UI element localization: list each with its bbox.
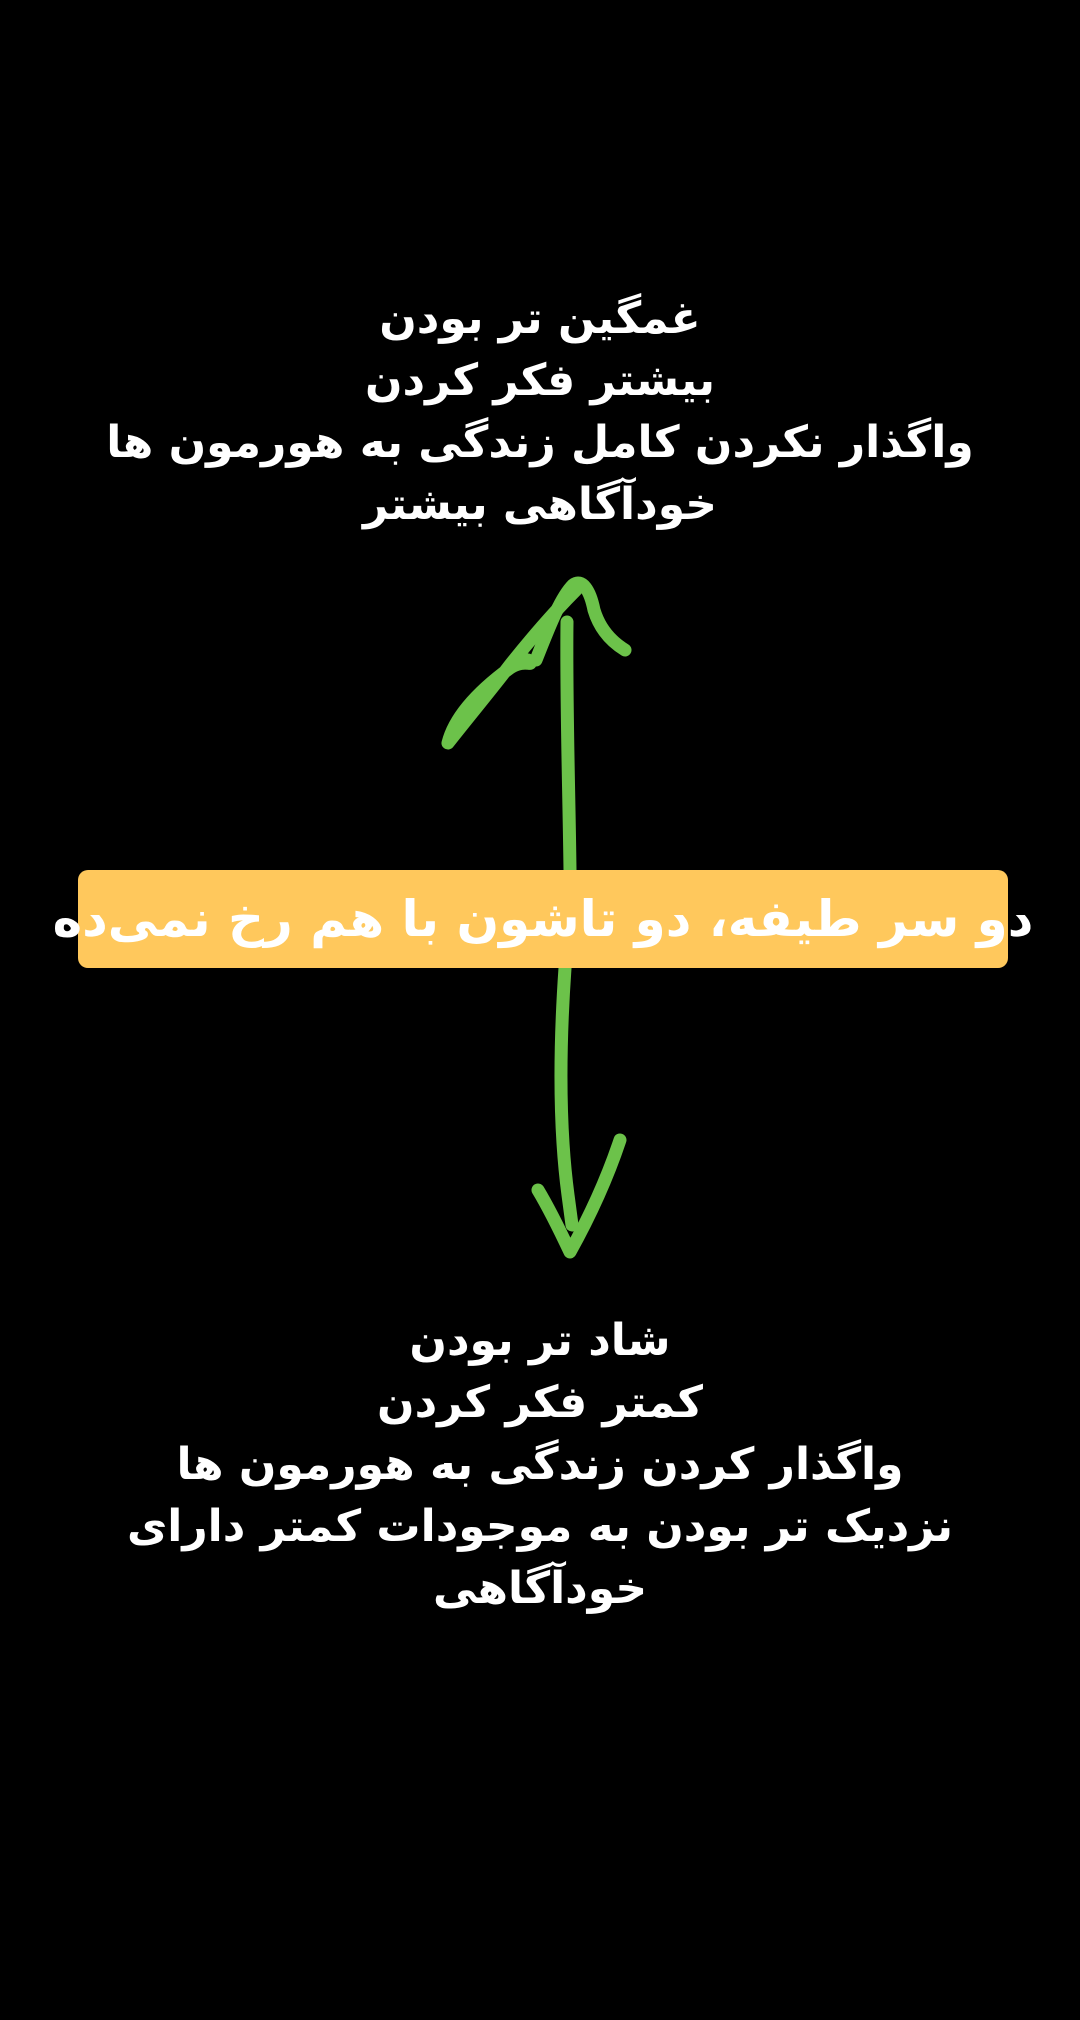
spectrum-banner: دو سر طیفه، دو تاشون با هم رخ نمی‌ده [53, 870, 1033, 968]
top-line-3: واگذار نکردن کامل زندگی به هورمون ها [106, 417, 974, 468]
banner-text: دو سر طیفه، دو تاشون با هم رخ نمی‌ده [52, 890, 1034, 948]
top-text-block: غمگین تر بودن بیشتر فکر کردن واگذار نکرد… [0, 288, 1080, 536]
bottom-line-4: نزدیک تر بودن به موجودات کمتر دارای [126, 1501, 954, 1552]
bottom-text-block: شاد تر بودن کمتر فکر کردن واگذار کردن زن… [0, 1310, 1080, 1620]
bottom-line-5: خودآگاهی [432, 1563, 648, 1614]
arrow-head-top-left [441, 583, 583, 750]
arrow-head-top-tip [529, 576, 632, 667]
arrow-shaft-lower [554, 961, 579, 1232]
top-line-4: خودآگاهی بیشتر [363, 479, 717, 530]
arrow-head-bottom [531, 1133, 627, 1259]
bottom-line-2: کمتر فکر کردن [377, 1377, 703, 1428]
top-line-2: بیشتر فکر کردن [364, 355, 716, 406]
arrow-shaft-upper [560, 615, 577, 877]
bottom-line-1: شاد تر بودن [409, 1315, 671, 1366]
top-line-1: غمگین تر بودن [379, 293, 701, 344]
bottom-line-3: واگذار کردن زندگی به هورمون ها [176, 1439, 904, 1490]
